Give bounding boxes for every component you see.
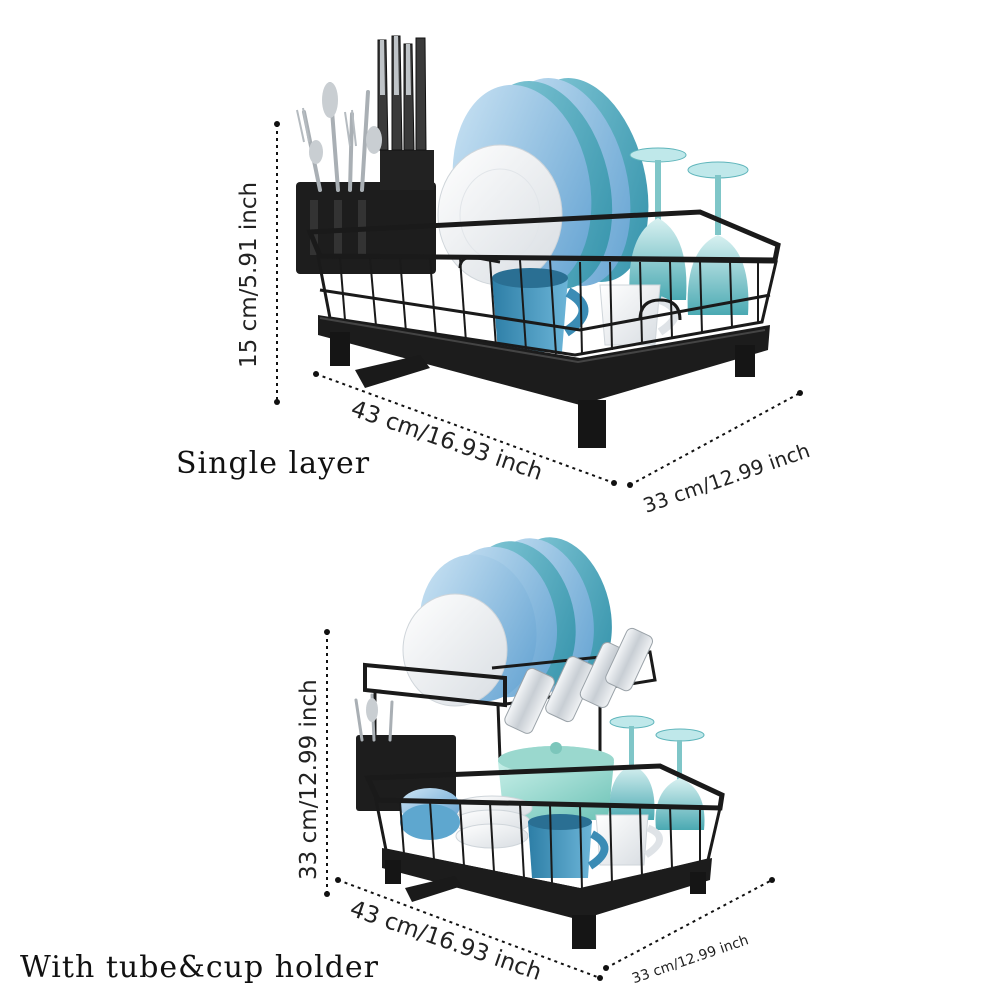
double-height-label: 33 cm/12.99 inch <box>296 679 322 880</box>
wire-basket <box>306 209 781 357</box>
single-layer-caption: Single layer <box>176 446 371 481</box>
lower-basket <box>364 763 725 892</box>
tube-cups <box>504 627 653 734</box>
wine-glasses <box>629 147 749 315</box>
drip-tray <box>318 315 770 448</box>
utensil-holder <box>296 35 436 274</box>
mugs <box>492 268 679 352</box>
upper-plates <box>402 537 612 707</box>
two-tier-rack <box>324 537 775 981</box>
dimension-lines-double <box>326 632 773 979</box>
two-tier-caption: With tube&cup holder <box>20 950 379 985</box>
wine-glasses-lower <box>609 715 705 830</box>
single-layer-rack <box>274 35 803 488</box>
plates <box>437 78 649 292</box>
dimension-lines-single <box>276 124 801 486</box>
mugs-lower <box>528 814 663 878</box>
single-height-label: 15 cm/5.91 inch <box>236 181 262 368</box>
lower-drip-tray <box>382 848 712 949</box>
